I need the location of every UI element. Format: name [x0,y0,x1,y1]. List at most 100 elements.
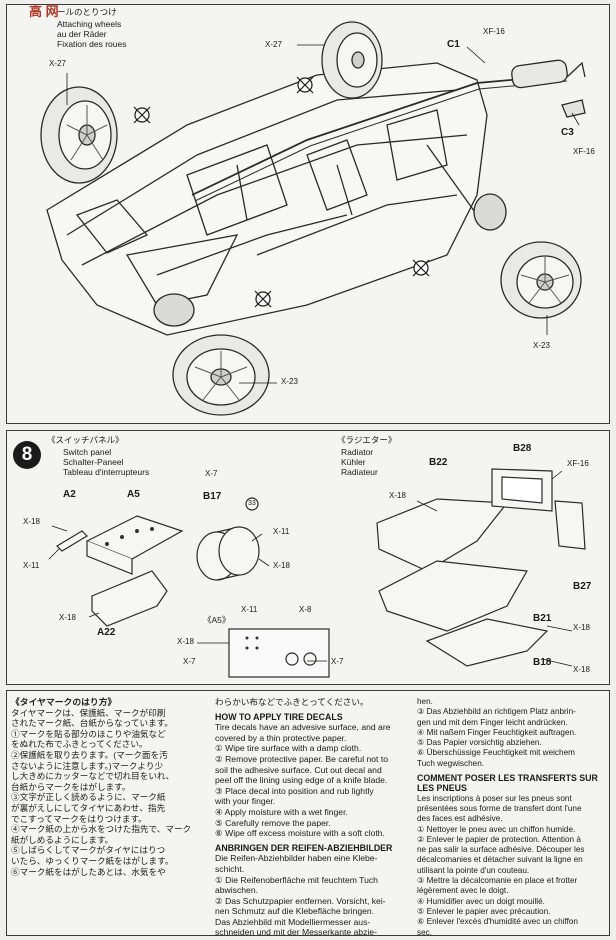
en-line: soil the adhesive surface. Cut out decal… [215,764,382,775]
label-x18: X-18 [23,517,40,526]
de-line: ① Die Reifenoberfläche mit feuchtem Tuch [215,874,378,885]
jp-line: いたら、ゆっくりマーク紙をはがします。 [11,855,174,866]
fr-line: décalcomanies et détacher suivant la lig… [417,855,583,865]
fr-line: des faces est adhésive. [417,814,503,824]
switch-title-en: Switch panel [63,447,112,457]
chassis-wheels-diagram [40,21,586,416]
de-line: gen und mit dem Finger leicht andrücken. [417,717,568,727]
label-x18: X-18 [273,561,290,570]
de-heading: ANBRINGEN DER REIFEN-ABZIEHBILDER [215,842,393,853]
de-line: ② Das Schutzpapier entfernen. Vorsicht, … [215,895,386,906]
label-x27: X-27 [265,40,282,49]
de-line: abwischen. [215,885,258,896]
part-b28: B28 [513,443,532,454]
label-x18: X-18 [573,665,590,674]
fr-line: ① Nettoyer le pneu avec un chiffon humid… [417,824,576,834]
radiator-title-de: Kühler [341,457,366,467]
de-line: Tuch wegwischen. [417,758,485,768]
label-x23: X-23 [281,377,298,386]
label-x8: X-8 [299,605,312,614]
inset-a5-title: 《A5》 [203,615,231,625]
fr-line: utilisant la pointe d'un couteau. [417,865,530,875]
part-b18: B18 [533,657,552,668]
en-line: ④ Apply moisture with a wet finger. [215,806,348,817]
de-line: schneiden und mit der Messerkante abzie- [215,927,377,938]
label-x23: X-23 [533,341,550,350]
step7-title-jp: ールのとりつけ [57,7,117,17]
en-line: ① Wipe tire surface with a damp cloth. [215,743,362,754]
part-c1: C1 [447,39,460,50]
jp-line: ②保護紙を取り去ります。(マーク面を汚 [11,749,168,760]
part-b17: B17 [203,491,222,502]
label-x18: X-18 [389,491,406,500]
part-a22: A22 [97,627,116,638]
tire-decal-instructions: 《タイヤマークのはり方》 タイヤマークは、保護紙、マークが印刷 されたマーク紙、… [6,690,610,938]
jp-line: ⑥マーク紙をはがしたあとは、水気をや [11,866,166,877]
en-heading: HOW TO APPLY TIRE DECALS [215,711,343,722]
en-line: ⑤ Carefully remove the paper. [215,817,331,828]
jp-line: さないように注意します。)マークより少 [11,760,164,771]
jp-line: ⑤しばらくしてマークがタイヤにはりつ [11,845,166,856]
switch-title-jp: 《スイッチパネル》 [47,435,124,445]
fr-line: ⑤ Enlever le papier avec précaution. [417,906,551,916]
label-x7: X-7 [183,657,196,666]
label-x18: X-18 [59,613,76,622]
label-x7: X-7 [205,469,218,478]
step7-title-fr: Fixation des roues [57,39,127,49]
instructions-de-fr: hen. ③ Das Abziehbild an richtigem Platz… [417,697,607,938]
label-x18: X-18 [573,623,590,632]
switch-radiator-diagram [48,468,586,678]
fr-line: légèrement avec le doigt. [417,886,509,896]
sticker-33-label: 33 [248,500,256,507]
jp-line: 紙がしめるようにします。 [11,834,114,845]
switch-title-de: Schalter-Paneel [63,457,124,467]
jp-line: し大きめにカッターなどで切れ目をいれ、 [11,771,175,782]
step-number: 8 [13,441,41,469]
jp-line: タイヤマークは、保護紙、マークが印刷 [11,707,166,718]
part-b21: B21 [533,613,552,624]
en-line: covered by a thin protective paper. [215,732,347,743]
jp-line: をぬれた布でふきとってください。 [11,739,148,750]
fr-line: ④ Humidifier avec un doigt mouillé. [417,896,545,906]
jp-line: が裏がえしにしてタイヤにあわせ、指先 [11,802,166,813]
part-a5: A5 [127,489,140,500]
radiator-title-jp: 《ラジエター》 [337,435,397,445]
de-line: ⑤ Das Papier vorsichtig abziehen. [417,738,542,748]
de-line: Das Abziehbild mit Modelliermesser aus- [215,916,371,927]
de-line: ③ Das Abziehbild an richtigem Platz anbr… [417,707,576,717]
de-line: ⑥ Überschüssige Feuchtigkeit mit weichem [417,748,575,758]
fr-line: sec. [417,927,433,937]
en-line: with your finger. [215,796,276,807]
label-xf16: XF-16 [573,147,595,156]
de-line: hen. [417,697,433,706]
jp-line: ③文字が正しく読めるように、マーク紙 [11,792,166,803]
de-line: nen Schmutz auf die Klebefläche bringen. [215,906,375,917]
part-b22: B22 [429,457,448,468]
jp-line: ④マーク紙の上から水をつけた指先で、マーク [11,824,192,835]
instructions-en-de: わらかい布などでふきとってください。 HOW TO APPLY TIRE DEC… [215,697,411,938]
step7-title-en: Attaching wheels [57,19,122,29]
label-xf16: XF-16 [567,459,589,468]
fr-line: Les inscriptions à poser sur les pneus s… [417,793,572,803]
step8-panel: 8 《スイッチパネル》 Switch panel Schalter-Paneel… [6,430,610,685]
switch-title-fr: Tableau d'interrupteurs [63,467,150,477]
en-line: Tire decals have an advesive surface, an… [215,722,391,733]
fr-line: ② Enlever le papier de protection. Atten… [417,834,581,844]
fr-line: ⑥ Enlever l'excès d'humidité avec un chi… [417,917,578,927]
instructions-jp: 《タイヤマークのはり方》 タイヤマークは、保護紙、マークが印刷 されたマーク紙、… [11,697,207,877]
fr-line: présentées sous forme de transfert dont … [417,803,582,813]
label-xf16: XF-16 [483,27,505,36]
en-line: ③ Place decal into position and rub ligh… [215,785,374,796]
jp-heading: 《タイヤマークのはり方》 [11,697,117,707]
label-x27: X-27 [49,59,66,68]
radiator-title-fr: Radiateur [341,467,378,477]
de-line: Die Reifen-Abziehbilder haben eine Klebe… [215,853,378,864]
fr-line: ne pas salir la surface adhésive. Découp… [417,845,585,855]
label-x11: X-11 [273,527,290,536]
part-a2: A2 [63,489,76,500]
radiator-title-en: Radiator [341,447,374,457]
de-line: ④ Mit naßem Finger Feuchtigkeit auftrage… [417,727,577,737]
jp-line: されたマーク紙、台紙からなっています。 [11,718,173,729]
step7-title-de: au der Räder [57,29,107,39]
part-c3: C3 [561,127,574,138]
